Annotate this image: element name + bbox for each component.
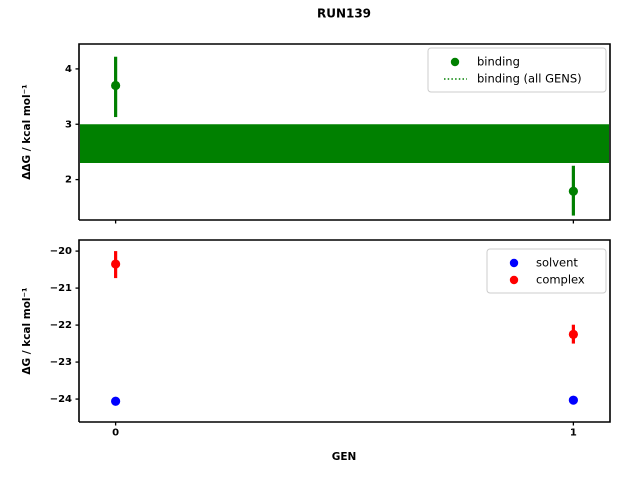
figure-title: RUN139 [317, 7, 371, 21]
bottom-panel-legend: solvent complex [486, 248, 607, 294]
bottom-panel-ylabel: ΔG / kcal mol⁻¹ [21, 287, 33, 375]
y-tick-label: 3 [65, 119, 72, 130]
top-panel-frame [78, 43, 611, 221]
y-tick-label: 2 [65, 175, 72, 186]
legend-label-binding: binding [477, 55, 520, 69]
bottom-panel-xlabel: GEN [332, 451, 357, 463]
binding-all-gens-band [80, 124, 609, 163]
y-tick-label: −23 [50, 357, 72, 368]
bottom-panel-ticks: −24 −23 −22 −21 −20 0 1 [50, 246, 577, 438]
legend-label-solvent: solvent [536, 256, 578, 270]
top-legend-box [427, 47, 607, 93]
data-point-solvent [568, 395, 578, 405]
y-tick-label: −24 [50, 394, 72, 405]
data-point-complex [568, 329, 578, 339]
top-panel-legend: binding binding (all GENS) [427, 47, 607, 93]
top-panel: 2 3 4 ΔΔG / kcal mol⁻¹ binding binding (al… [21, 43, 611, 224]
legend-marker-binding-icon [450, 57, 460, 67]
y-tick-label: −22 [50, 320, 72, 331]
data-point-binding [111, 80, 121, 91]
data-point-binding [568, 186, 578, 196]
binding-series [111, 56, 578, 216]
solvent-complex-series [111, 251, 578, 406]
legend-label-complex: complex [536, 273, 585, 287]
data-point-complex [111, 259, 121, 269]
y-tick-label: 4 [65, 64, 72, 75]
legend-marker-complex-icon [509, 275, 519, 285]
legend-label-binding-all-gens: binding (all GENS) [477, 72, 582, 86]
top-panel-ticks: 2 3 4 [65, 64, 575, 224]
y-tick-label: −21 [50, 283, 72, 294]
y-tick-label: −20 [50, 246, 72, 257]
x-tick-label: 1 [570, 427, 577, 438]
bottom-panel: −24 −23 −22 −21 −20 0 1 ΔG / kcal mol⁻¹ GEN so… [21, 239, 611, 463]
legend-marker-solvent-icon [509, 258, 519, 268]
data-point-solvent [111, 396, 121, 406]
bottom-panel-frame [78, 239, 611, 423]
x-tick-label: 0 [112, 427, 119, 438]
top-panel-ylabel: ΔΔG / kcal mol⁻¹ [21, 84, 33, 180]
